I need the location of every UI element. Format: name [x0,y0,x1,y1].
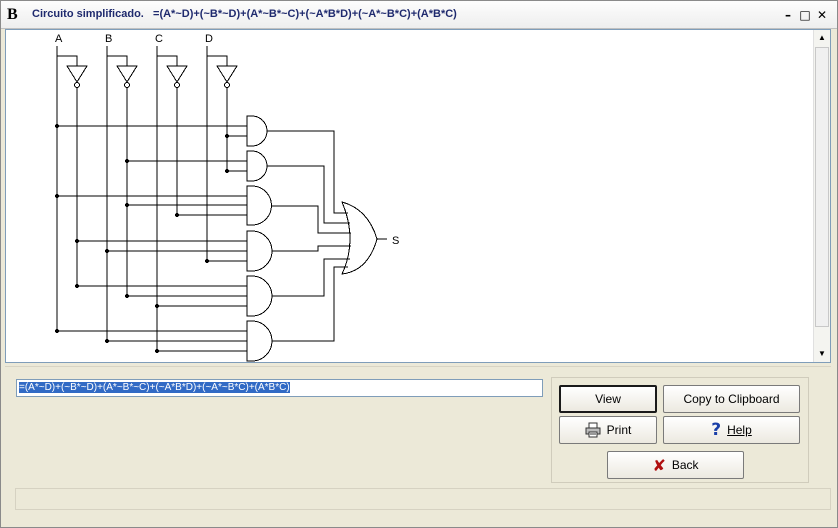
view-button-label: View [595,392,621,406]
maximize-button[interactable]: □ [799,8,811,22]
input-label-d: D [205,33,213,45]
printer-icon [585,422,601,438]
scroll-up-arrow-icon[interactable]: ▲ [818,33,826,42]
output-label-s: S [392,235,399,247]
scroll-thumb[interactable] [815,47,829,327]
back-button-label: Back [671,458,699,472]
and-gate-3 [246,185,272,226]
window-title-expression: =(A*~D)+(~B*~D)+(A*~B*~C)+(~A*B*D)+(~A*~… [153,8,457,20]
help-button[interactable]: ? Help [663,416,800,444]
close-button[interactable]: ✕ [816,8,828,22]
vertical-scrollbar[interactable]: ▲ ▼ [813,30,830,362]
branch-d-to-not [207,55,228,66]
not-gate-b [116,65,138,88]
view-button[interactable]: View [559,385,657,413]
print-button[interactable]: Print [559,416,657,444]
window-title: Circuito simplificado. =(A*~D)+(~B*~D)+(… [32,8,457,20]
app-icon: B [7,6,18,23]
title-bar[interactable]: B Circuito simplificado. =(A*~D)+(~B*~D)… [1,1,837,29]
branch-a-to-not [57,55,78,66]
back-button[interactable]: ✘ Back [607,451,744,479]
print-button-label: Print [606,423,632,437]
copy-button-label: Copy to Clipboard [683,392,780,406]
and-gate-1 [246,115,268,147]
scroll-down-arrow-icon[interactable]: ▼ [818,349,826,358]
question-mark-icon: ? [711,420,722,440]
status-bar [15,488,831,510]
red-x-icon: ✘ [652,455,666,475]
input-label-b: B [105,33,112,45]
circuit-canvas[interactable]: A B C D S [5,29,831,363]
button-group: View Copy to Clipboard Print ? Hel [551,377,809,483]
input-label-a: A [55,33,63,45]
copy-to-clipboard-button[interactable]: Copy to Clipboard [663,385,800,413]
branch-c-to-not [157,55,178,66]
branch-b-to-not [107,55,128,66]
and-gate-2 [246,150,268,182]
junction-dots [55,124,229,353]
expression-input[interactable]: =(A*~D)+(~B*~D)+(A*~B*~C)+(~A*B*D)+(~A*~… [16,379,543,397]
or-gate [341,201,378,275]
not-gate-c [166,65,188,88]
bottom-panel: =(A*~D)+(~B*~D)+(A*~B*~C)+(~A*B*D)+(~A*~… [5,366,831,516]
and-gate-4 [246,230,273,272]
minimize-button[interactable]: – [785,8,791,22]
expression-selected-text: =(A*~D)+(~B*~D)+(A*~B*~C)+(~A*B*D)+(~A*~… [19,382,290,393]
input-label-c: C [155,33,163,45]
and-gate-5 [246,275,273,317]
not-gate-d [216,65,238,88]
and-gate-6 [246,320,273,362]
not-gate-a [66,65,88,88]
circuit-diagram: A B C D S [55,33,399,362]
help-button-label: Help [727,423,752,437]
window-title-label: Circuito simplificado. [32,8,144,20]
